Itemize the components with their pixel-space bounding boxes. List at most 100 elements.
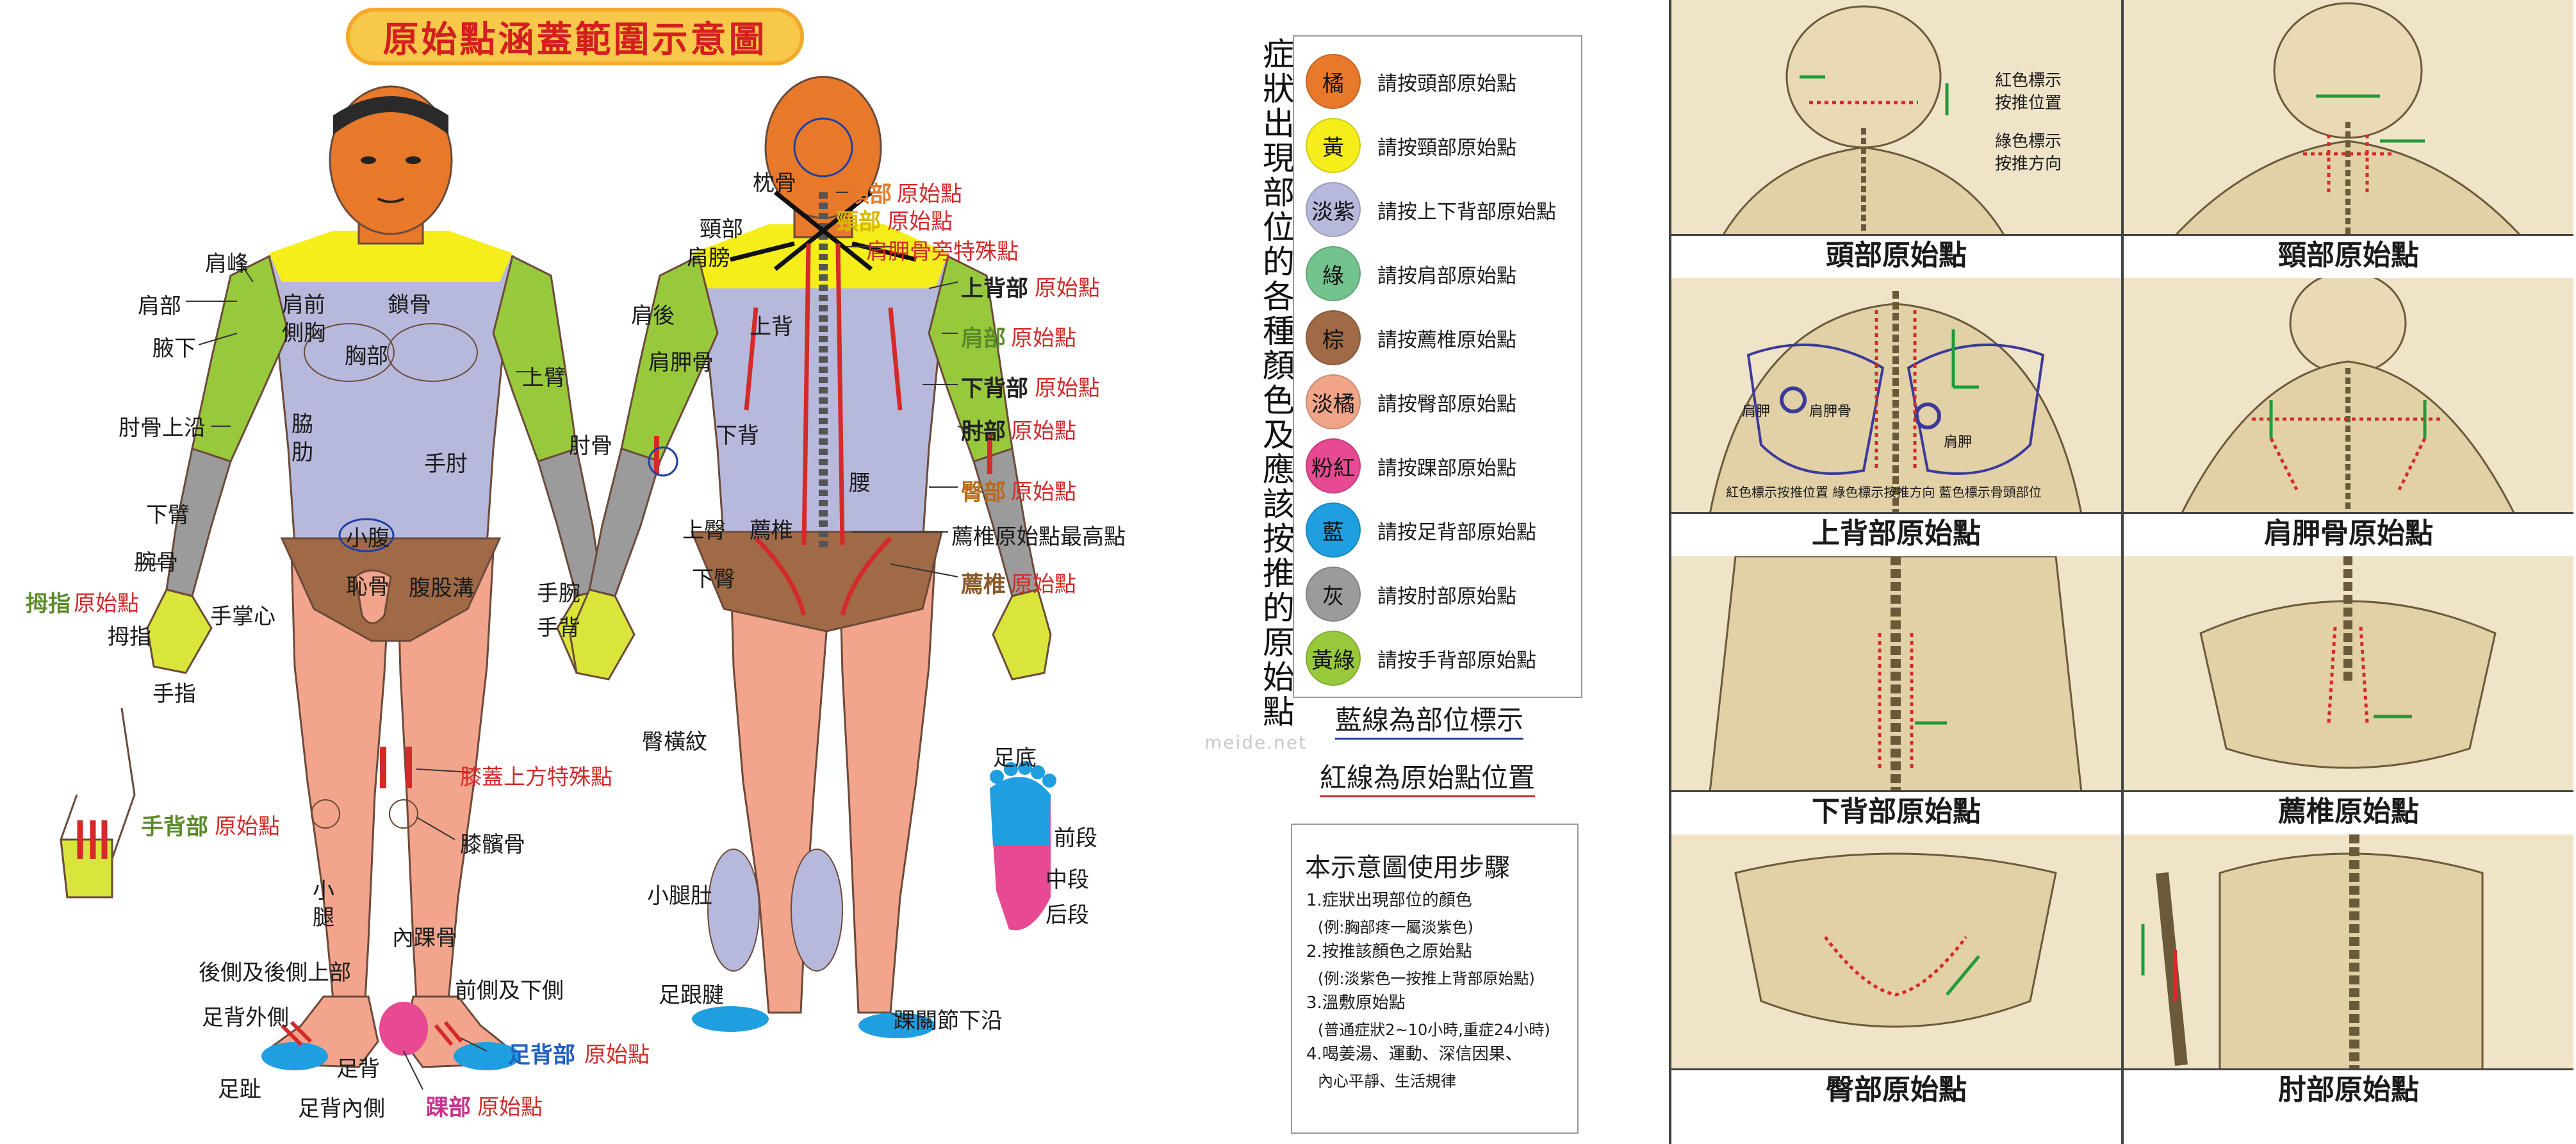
label-heel-point-hl: 踝部	[426, 1095, 472, 1121]
label-wrist: 腕骨	[135, 550, 178, 576]
label-thumb-point-tail: 原始點	[74, 591, 139, 617]
legend-text: 請按肩部原始點	[1377, 264, 1516, 288]
legend-red-label: 紅色標示	[1995, 71, 2062, 90]
legend-item: 粉紅請按踝部原始點	[1306, 435, 1516, 497]
diagram-title: 原始點涵蓋範圍示意圖	[382, 19, 767, 61]
label-lower-back-point-tail: 原始點	[1035, 376, 1100, 401]
swatch-yellow: 黃	[1306, 118, 1361, 173]
label-lower-hip: 下臀	[692, 567, 735, 592]
sole-figure	[990, 761, 1056, 931]
label-wrist2: 手腕	[537, 581, 580, 606]
label-ankle-lower: 踝關節下沿	[894, 1008, 1003, 1034]
caption: 頭部原始點	[1671, 234, 2121, 276]
label-hand-back-point-tail: 原始點	[215, 814, 280, 840]
step-2-sub: (例:淡紫色一按推上背部原始點)	[1318, 970, 1535, 988]
cell-head-point: 紅色標示 按推位置 綠色標示 按推方向 頭部原始點	[1671, 0, 2121, 276]
sole-rear: 后段	[1046, 902, 1089, 928]
label-calf-front-2: 腿	[313, 905, 334, 931]
legend-text: 請按足背部原始點	[1377, 520, 1536, 544]
label-foot-back-point-tail: 原始點	[584, 1042, 650, 1068]
label-kneecap: 膝髕骨	[460, 832, 525, 858]
label-foot-back-point-hl: 足背部	[508, 1043, 576, 1068]
label-knee-special: 膝蓋上方特殊點	[460, 765, 612, 790]
legend-item: 淡紫請按上下背部原始點	[1306, 179, 1556, 240]
label-head-point-hl: 頭部	[847, 182, 892, 208]
cell-neck-point: 頸部原始點	[2124, 0, 2573, 276]
legend-item: 黃綠請按手背部原始點	[1306, 627, 1536, 689]
scapula-small-label-3: 肩胛	[1944, 435, 1973, 451]
caption: 肘部原始點	[2124, 1068, 2573, 1110]
label-palm: 手掌心	[210, 604, 275, 629]
label-upper-hip: 上臀	[682, 518, 726, 543]
label-head-point-tail: 原始點	[897, 181, 962, 207]
legend-item: 綠請按肩部原始點	[1306, 243, 1516, 304]
label-sacrum: 薦椎	[750, 518, 793, 543]
label-elbow-bone: 肘骨	[569, 433, 612, 459]
label-armpit: 腋下	[152, 336, 196, 361]
step-3: 3.溫敷原始點	[1306, 993, 1406, 1013]
cell-elbow-point: 肘部原始點	[2124, 834, 2573, 1110]
legend-text: 請按踝部原始點	[1377, 456, 1516, 480]
label-neck-point-tail: 原始點	[887, 209, 953, 235]
legend-item: 黃請按頸部原始點	[1306, 115, 1516, 176]
label-waist: 腰	[849, 470, 871, 496]
note-blue-line: 藍線為部位標示	[1335, 699, 1524, 740]
sole-title: 足底	[993, 745, 1037, 771]
cell-sacrum-point: 薦椎原始點	[2124, 556, 2573, 832]
color-legend: 橘請按頭部原始點 黃請按頸部原始點 淡紫請按上下背部原始點 綠請按肩部原始點 棕…	[1293, 35, 1582, 698]
label-neck: 頸部	[700, 217, 743, 242]
label-upper-back: 上背	[750, 314, 793, 340]
caption: 臀部原始點	[1671, 1068, 2121, 1110]
label-front-side: 前側及下側	[455, 978, 564, 1004]
label-calf-front: 小	[313, 878, 334, 904]
swatch-green: 綠	[1306, 246, 1361, 301]
back-figure	[569, 76, 1052, 1038]
caption: 上背部原始點	[1671, 512, 2121, 554]
legend-text: 請按肘部原始點	[1377, 584, 1516, 608]
steps-title: 本示意圖使用步驟	[1305, 853, 1510, 883]
label-ribs: 脇肋	[291, 411, 313, 465]
label-thumb-point-hl: 拇指	[26, 592, 71, 617]
label-scapula-special: 肩胛骨旁特殊點	[866, 239, 1019, 265]
label-hip-point-tail: 原始點	[1011, 479, 1076, 505]
body-figures	[60, 76, 1056, 1090]
watermark: meide.net	[1204, 732, 1308, 753]
label-shoulder-point-tail: 原始點	[1011, 326, 1076, 351]
label-calf-belly: 小腿肚	[647, 883, 712, 909]
swatch-light-orange: 淡橘	[1306, 374, 1361, 429]
label-pubic: 恥骨	[346, 574, 390, 600]
legend-text: 請按薦椎原始點	[1377, 328, 1516, 352]
legend-green-label: 綠色標示	[1995, 132, 2062, 151]
scapula-small-label-2: 肩胛骨	[1809, 404, 1852, 420]
swatch-grey: 灰	[1306, 567, 1361, 622]
label-collarbone: 鎖骨	[388, 292, 431, 318]
label-hip-point-hl: 臀部	[961, 480, 1006, 506]
label-scapula: 肩胛骨	[648, 350, 714, 376]
label-upper-back-point-tail: 原始點	[1035, 276, 1100, 301]
cell-hip-point: 臀部原始點	[1671, 834, 2121, 1110]
legend-text: 請按頭部原始點	[1377, 72, 1516, 95]
label-chest: 胸部	[345, 344, 388, 369]
caption: 薦椎原始點	[2124, 790, 2573, 832]
label-elbow-point-tail: 原始點	[1011, 419, 1076, 444]
legend-text: 請按頸部原始點	[1377, 136, 1516, 160]
step-4: 4.喝姜湯、運動、深信因果、	[1306, 1045, 1522, 1064]
legend-item: 淡橘請按臀部原始點	[1306, 371, 1516, 433]
front-figure	[60, 85, 616, 1070]
label-sacrum-highest: 薦椎原始點最高點	[951, 524, 1126, 550]
label-side-chest: 側胸	[282, 320, 325, 346]
cell-scapula-point: 肩胛骨原始點	[2124, 278, 2573, 554]
swatch-light-purple: 淡紫	[1306, 182, 1361, 237]
sole-front: 前段	[1054, 825, 1097, 851]
label-neck-point-hl: 頸部	[836, 210, 882, 235]
label-lower-back-point-hl: 下背部	[961, 376, 1029, 402]
point-illustration-grid: 紅色標示 按推位置 綠色標示 按推方向 頭部原始點 頸部原始點	[1669, 0, 2576, 1144]
label-shoulder-peak: 肩峰	[205, 251, 249, 277]
label-sacrum-point-tail: 原始點	[1011, 572, 1076, 597]
legend-text: 請按手背部原始點	[1377, 649, 1536, 672]
legend-green-label-2: 按推方向	[1995, 154, 2062, 174]
label-heel-point-tail: 原始點	[477, 1095, 543, 1120]
step-3-sub: (普通症狀2~10小時,重症24小時)	[1318, 1021, 1550, 1039]
label-foot-back: 足背	[336, 1056, 380, 1082]
label-shoulder-top: 肩膀	[687, 245, 730, 271]
